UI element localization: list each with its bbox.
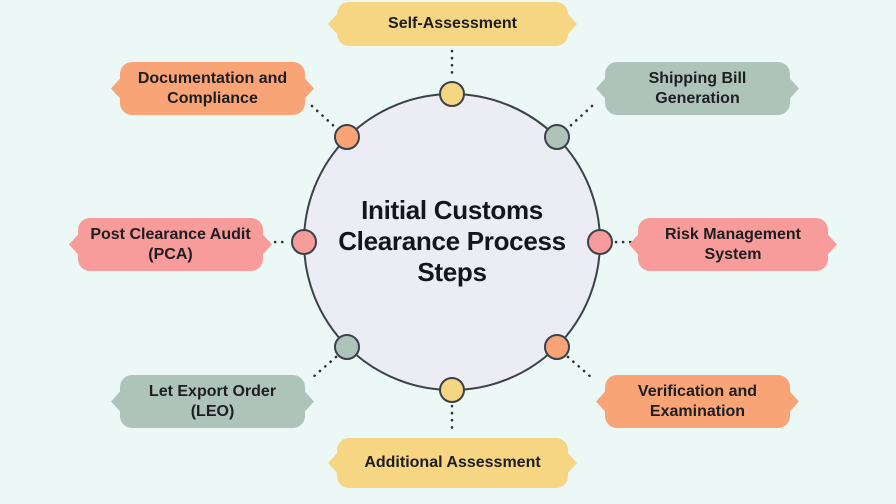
node-label-verification-and-examination: Verification and Examination xyxy=(605,375,790,428)
node-dot-right xyxy=(587,229,613,255)
node-label-risk-management-system: Risk Management System xyxy=(638,218,828,271)
node-dots xyxy=(291,81,613,403)
node-dot-bottom xyxy=(439,377,465,403)
connector-bottom-left xyxy=(310,355,338,380)
node-dot-left xyxy=(291,229,317,255)
connector-top-left xyxy=(310,104,338,130)
node-label-additional-assessment: Additional Assessment xyxy=(337,438,568,488)
node-dot-bottom-left xyxy=(334,334,360,360)
dotted-connectors xyxy=(266,49,637,436)
diagram-title: Initial Customs Clearance Process Steps xyxy=(338,195,566,287)
node-dot-top-left xyxy=(334,124,360,150)
node-dot-top-right xyxy=(544,124,570,150)
node-label-self-assessment: Self-Assessment xyxy=(337,2,568,46)
node-label-let-export-order: Let Export Order (LEO) xyxy=(120,375,305,428)
node-dot-bottom-right xyxy=(544,334,570,360)
connector-top-right xyxy=(566,104,594,130)
connector-bottom-right xyxy=(566,355,594,380)
node-label-post-clearance-audit: Post Clearance Audit (PCA) xyxy=(78,218,263,271)
node-label-shipping-bill-generation: Shipping Bill Generation xyxy=(605,62,790,115)
node-dot-top xyxy=(439,81,465,107)
node-label-documentation-and-compliance: Documentation and Compliance xyxy=(120,62,305,115)
